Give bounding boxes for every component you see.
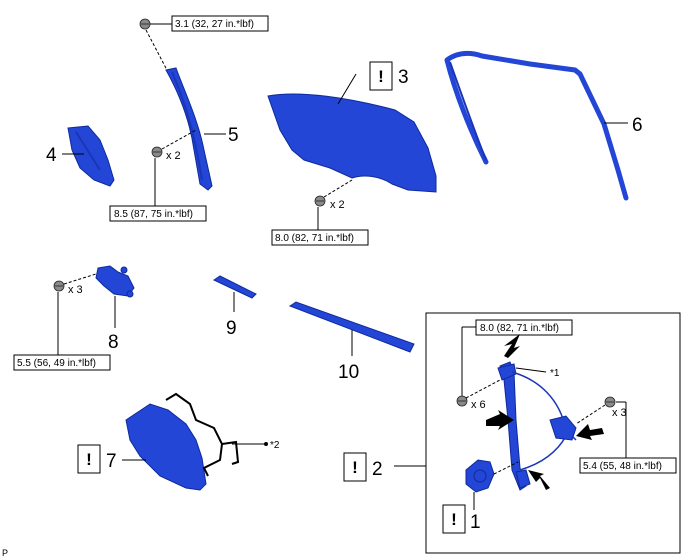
torque-box-8-0-a xyxy=(271,229,369,246)
callout-2: 2 xyxy=(372,459,383,480)
warning-icon: ! xyxy=(369,61,393,91)
callout-5: 5 xyxy=(228,125,239,146)
note-star-2: *2 xyxy=(270,440,280,451)
weatherstrip-small-part xyxy=(212,275,257,299)
torque-label-5-4: 5.4 (55, 48 in.*lbf) xyxy=(583,461,662,472)
bolt-icon xyxy=(314,195,326,207)
warning-icon: ! xyxy=(77,444,101,474)
garnish-part xyxy=(67,125,115,187)
bolt-icon xyxy=(456,395,468,407)
warning-mark-2: ! xyxy=(352,458,358,477)
warning-mark-3: ! xyxy=(378,67,384,86)
torque-label-8-0-b: 8.0 (82, 71 in.*lbf) xyxy=(480,323,559,334)
torque-box-3-1 xyxy=(171,15,269,32)
callout-6: 6 xyxy=(632,115,643,136)
door-glass-part xyxy=(267,93,437,193)
belt-moulding-part xyxy=(288,301,415,353)
push-arrow-icon xyxy=(504,334,520,358)
warning-mark-7: ! xyxy=(86,450,92,469)
glass-run-channel-part xyxy=(444,50,629,201)
push-arrow-icon xyxy=(528,470,550,490)
corner-label: P xyxy=(2,548,8,558)
bolt-icon xyxy=(151,146,163,158)
warning-icon: ! xyxy=(442,504,466,534)
push-arrow-icon xyxy=(486,410,514,430)
torque-box-5-4 xyxy=(579,457,677,474)
callout-3: 3 xyxy=(398,67,409,88)
callout-8: 8 xyxy=(108,332,119,353)
warning-mark-1: ! xyxy=(451,510,457,529)
window-regulator-part xyxy=(497,361,577,491)
torque-label-8-5: 8.5 (87, 75 in.*lbf) xyxy=(114,209,193,220)
push-arrow-icon xyxy=(576,424,604,440)
callout-1: 1 xyxy=(470,512,481,533)
service-hole-cover-part xyxy=(125,392,240,491)
torque-box-8-5 xyxy=(109,205,207,222)
torque-box-5-5 xyxy=(13,354,111,371)
inset-detail-box xyxy=(425,312,681,554)
callout-4: 4 xyxy=(46,145,57,166)
bolt-icon xyxy=(53,280,65,292)
regulator-motor-part xyxy=(465,459,495,493)
bolt-icon xyxy=(604,396,616,408)
callout-9: 9 xyxy=(226,318,237,339)
quantity-part-8-bolts: x 3 xyxy=(68,284,83,296)
torque-label-3-1: 3.1 (32, 27 in.*lbf) xyxy=(175,19,254,30)
lock-bracket-part xyxy=(95,265,135,298)
warning-icon: ! xyxy=(343,452,367,482)
bolt-icon xyxy=(139,18,151,30)
quantity-inset-right-bolts: x 3 xyxy=(612,407,627,419)
torque-label-5-5: 5.5 (56, 49 in.*lbf) xyxy=(17,358,96,369)
quantity-part-5-bolts: x 2 xyxy=(166,150,181,162)
note-star-1: *1 xyxy=(550,368,560,379)
quantity-part-3-bolts: x 2 xyxy=(330,199,345,211)
callout-10: 10 xyxy=(338,362,359,383)
pillar-garnish-part xyxy=(165,67,213,191)
torque-label-8-0-a: 8.0 (82, 71 in.*lbf) xyxy=(275,233,354,244)
callout-7: 7 xyxy=(106,451,117,472)
quantity-inset-left-bolts: x 6 xyxy=(471,399,486,411)
